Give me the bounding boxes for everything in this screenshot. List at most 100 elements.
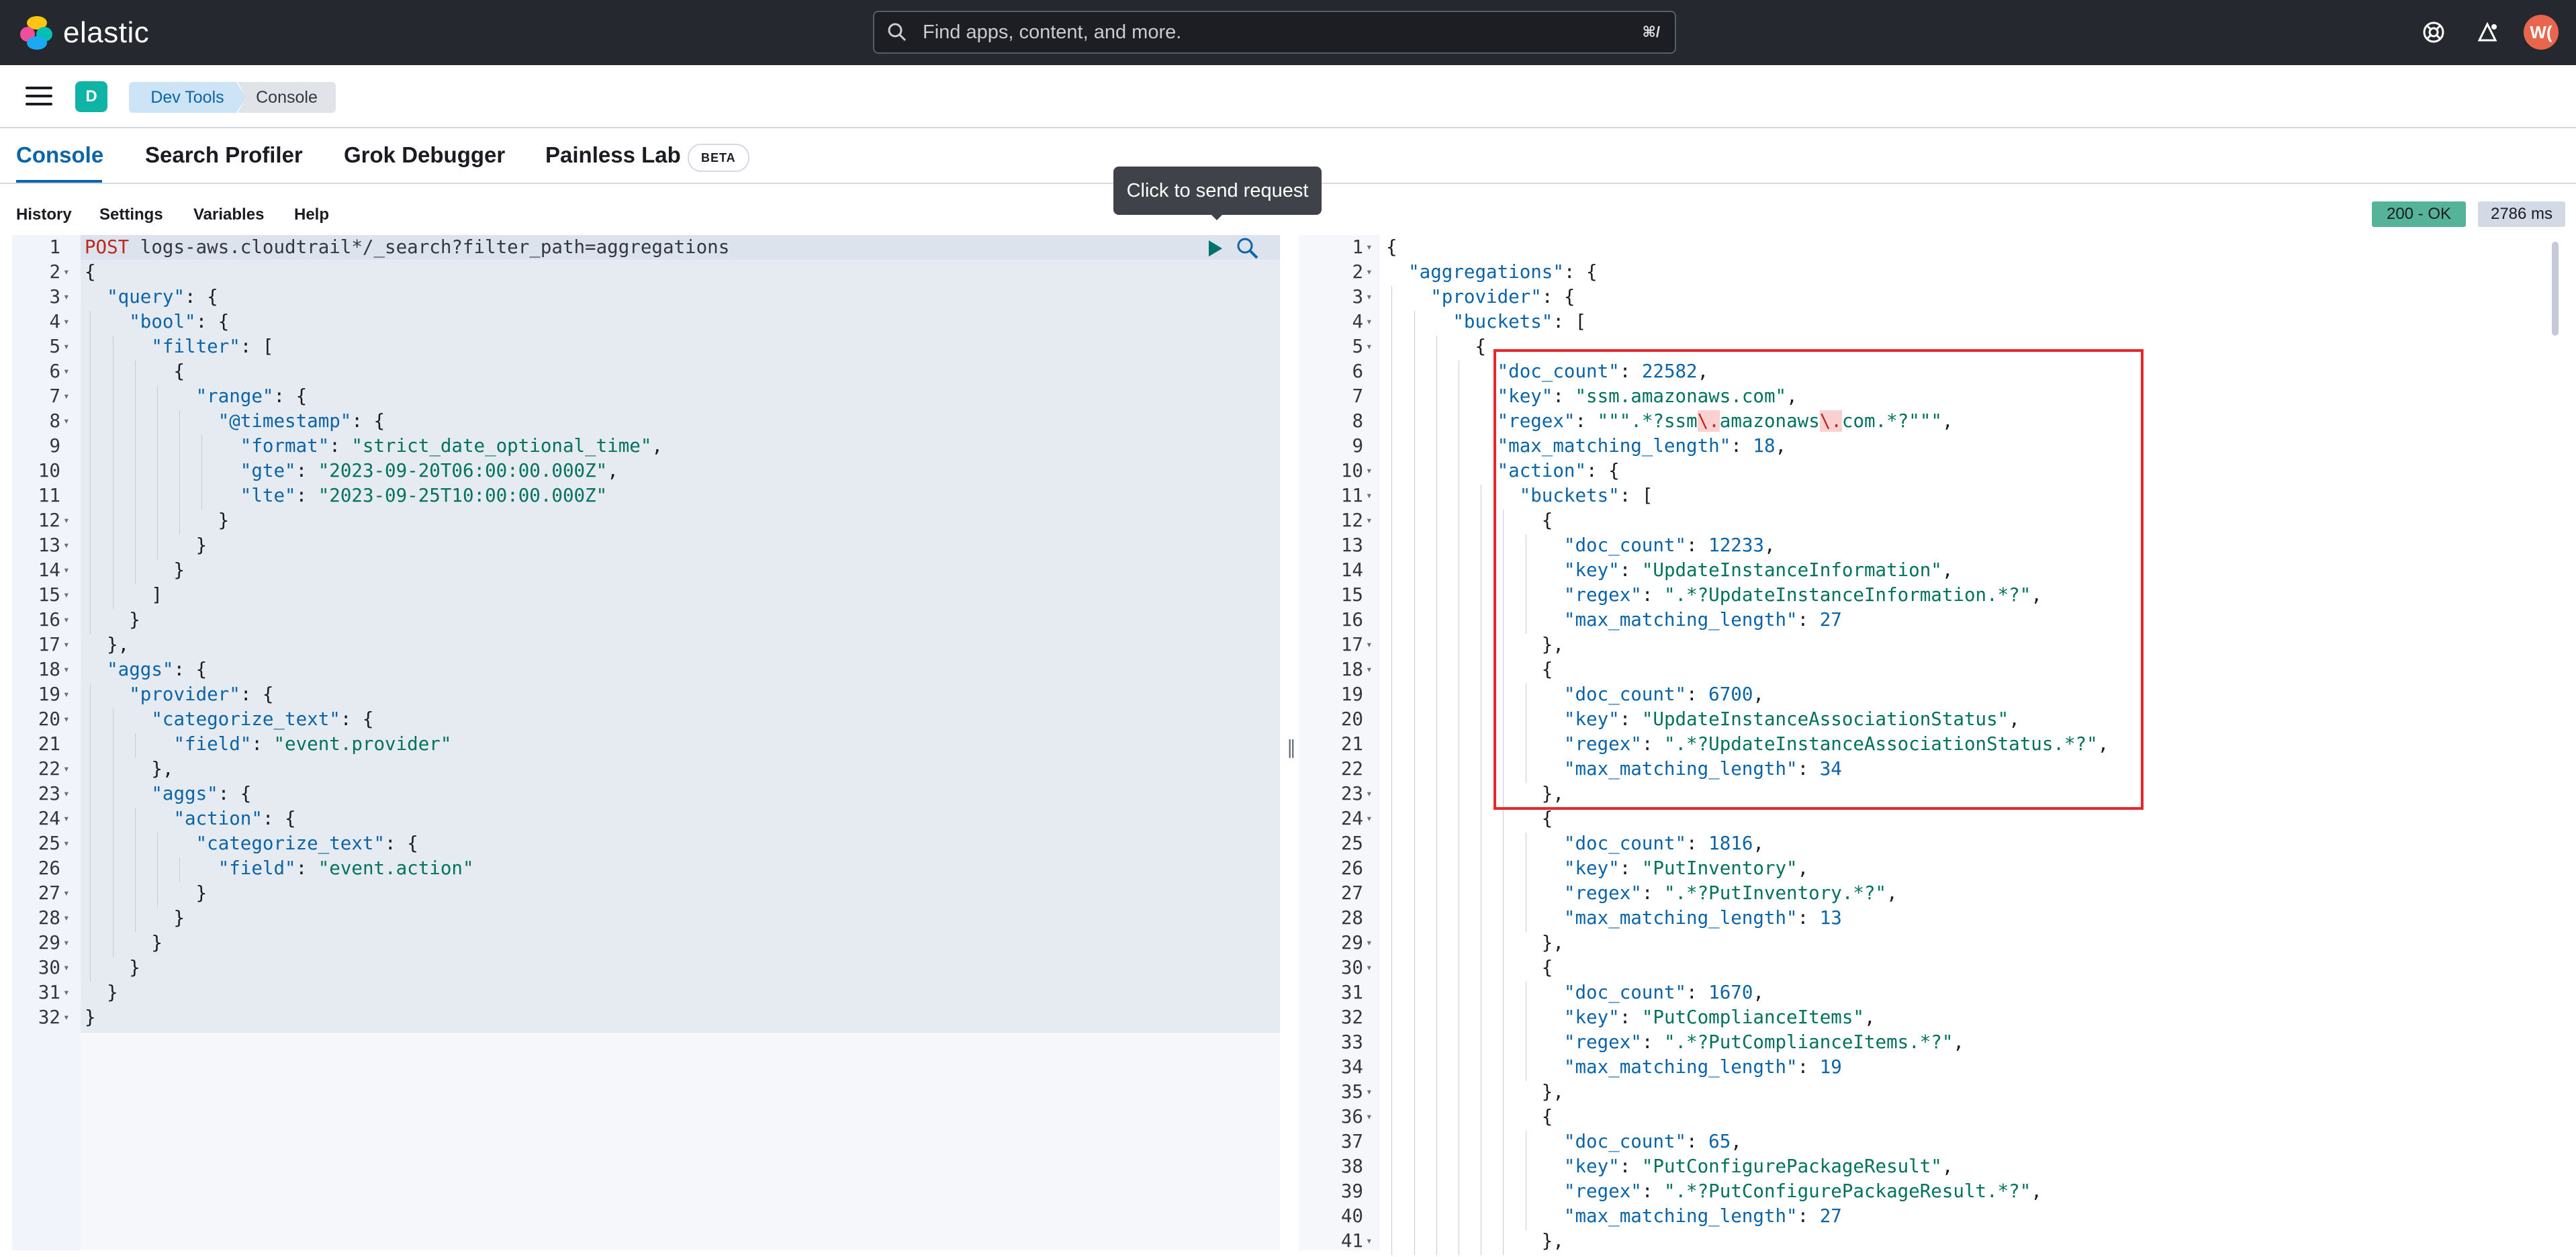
fold-toggle-icon[interactable]: ▾ (1366, 514, 1373, 526)
fold-toggle-icon[interactable]: ▾ (63, 315, 70, 328)
fold-toggle-icon[interactable]: ▾ (1366, 812, 1373, 825)
fold-toggle-icon[interactable]: ▾ (63, 414, 70, 427)
news-feed-icon[interactable] (2474, 19, 2501, 46)
fold-toggle-icon[interactable]: ▾ (63, 514, 70, 526)
response-viewer[interactable]: 1▾{2▾ "aggregations": {3▾ "provider": {4… (1299, 235, 2561, 1255)
response-time-badge: 2786 ms (2478, 201, 2565, 227)
elastic-logo[interactable]: elastic (20, 16, 149, 50)
fold-toggle-icon[interactable]: ▾ (63, 936, 70, 949)
breadcrumb-dev-tools[interactable]: Dev Tools (129, 82, 246, 113)
fold-toggle-icon[interactable]: ▾ (1366, 464, 1373, 477)
user-avatar[interactable]: W( (2524, 15, 2559, 50)
fold-toggle-icon[interactable]: ▾ (63, 638, 70, 651)
fold-toggle-icon[interactable]: ▾ (1366, 1234, 1373, 1247)
line-number: 13 (38, 534, 60, 556)
tab-painless-lab[interactable]: Painless Lab (545, 142, 681, 167)
tab-grok-debugger[interactable]: Grok Debugger (344, 142, 506, 167)
response-scrollbar[interactable] (2552, 242, 2559, 336)
indent-guide (1436, 808, 1437, 833)
indent-guide (134, 857, 136, 882)
indent-guide (1503, 1180, 1504, 1205)
indent-guide (1414, 1056, 1415, 1081)
line-number: 8 (1352, 410, 1363, 432)
fold-toggle-icon[interactable]: ▾ (63, 837, 70, 849)
fold-toggle-icon[interactable]: ▾ (1366, 787, 1373, 800)
fold-toggle-icon[interactable]: ▾ (63, 389, 70, 402)
indent-guide (1503, 982, 1504, 1007)
global-search-bar[interactable]: Find apps, content, and more. ⌘/ (873, 11, 1676, 54)
fold-toggle-icon[interactable]: ▾ (63, 588, 70, 601)
menu-settings[interactable]: Settings (99, 205, 163, 224)
code-line: "key": "PutConfigurePackageResult", (1563, 1156, 1953, 1177)
search-input[interactable]: Find apps, content, and more. (923, 21, 1182, 43)
fold-toggle-icon[interactable]: ▾ (63, 787, 70, 800)
fold-toggle-icon[interactable]: ▾ (63, 886, 70, 899)
fold-toggle-icon[interactable]: ▾ (1366, 936, 1373, 949)
indent-guide (1503, 957, 1504, 982)
fold-toggle-icon[interactable]: ▾ (1366, 265, 1373, 278)
code-line: } (85, 932, 163, 953)
indent-guide (90, 385, 91, 410)
indent-guide (1436, 584, 1437, 609)
menu-variables[interactable]: Variables (193, 205, 265, 224)
tab-console[interactable]: Console (16, 142, 104, 167)
indent-guide (1436, 435, 1437, 460)
fold-toggle-icon[interactable]: ▾ (1366, 489, 1373, 502)
fold-toggle-icon[interactable]: ▾ (63, 613, 70, 626)
code-line: "aggs": { (151, 783, 252, 804)
fold-toggle-icon[interactable]: ▾ (63, 563, 70, 576)
menu-help[interactable]: Help (294, 205, 330, 224)
fold-toggle-icon[interactable]: ▾ (1366, 638, 1373, 651)
fold-toggle-icon[interactable]: ▾ (63, 911, 70, 924)
fold-toggle-icon[interactable]: ▾ (63, 663, 70, 676)
fold-toggle-icon[interactable]: ▾ (63, 712, 70, 725)
help-icon[interactable] (2420, 19, 2447, 46)
space-avatar[interactable]: D (75, 81, 107, 112)
indent-guide (90, 410, 91, 435)
indent-guide (1436, 684, 1437, 708)
fold-toggle-icon[interactable]: ▾ (63, 539, 70, 551)
menu-toggle-icon[interactable] (26, 87, 52, 107)
fold-toggle-icon[interactable]: ▾ (63, 688, 70, 700)
fold-toggle-icon[interactable]: ▾ (63, 290, 70, 303)
resize-handle-icon[interactable]: ‖ (1287, 736, 1296, 758)
fold-toggle-icon[interactable]: ▾ (1366, 315, 1373, 328)
line-number: 13 (1340, 534, 1363, 556)
code-line: "regex": ".*?PutInventory.*?", (1563, 882, 1898, 904)
fold-toggle-icon[interactable]: ▾ (1366, 240, 1373, 253)
indent-guide (1391, 1007, 1393, 1031)
menu-history[interactable]: History (16, 205, 72, 224)
line-number: 21 (1340, 733, 1363, 755)
fold-toggle-icon[interactable]: ▾ (1366, 290, 1373, 303)
line-number: 38 (1340, 1156, 1363, 1177)
fold-toggle-icon[interactable]: ▾ (63, 961, 70, 974)
line-number: 15 (1340, 584, 1363, 606)
indent-guide (1414, 1131, 1415, 1156)
indent-guide (1414, 485, 1415, 510)
fold-toggle-icon[interactable]: ▾ (1366, 663, 1373, 676)
fold-toggle-icon[interactable]: ▾ (63, 812, 70, 825)
tab-search-profiler[interactable]: Search Profiler (145, 142, 303, 167)
indent-guide (179, 485, 181, 510)
indent-guide (1436, 609, 1437, 634)
indent-guide (1436, 485, 1437, 510)
indent-guide (201, 435, 203, 460)
fold-toggle-icon[interactable]: ▾ (63, 762, 70, 775)
fold-toggle-icon[interactable]: ▾ (1366, 1085, 1373, 1098)
fold-toggle-icon[interactable]: ▾ (1366, 1110, 1373, 1123)
fold-toggle-icon[interactable]: ▾ (63, 340, 70, 353)
fold-toggle-icon[interactable]: ▾ (1366, 961, 1373, 974)
indent-guide (1414, 758, 1415, 783)
fold-toggle-icon[interactable]: ▾ (63, 986, 70, 998)
fold-toggle-icon[interactable]: ▾ (63, 365, 70, 377)
code-line: { (1386, 336, 1487, 357)
search-shortcut: ⌘/ (1642, 24, 1660, 40)
indent-guide (179, 857, 181, 882)
code-line: }, (85, 758, 174, 780)
fold-toggle-icon[interactable]: ▾ (63, 265, 70, 278)
fold-toggle-icon[interactable]: ▾ (1366, 340, 1373, 353)
fold-toggle-icon[interactable]: ▾ (63, 1011, 70, 1023)
tooltip-arrow (1209, 212, 1225, 220)
breadcrumb-console: Console (238, 82, 336, 113)
